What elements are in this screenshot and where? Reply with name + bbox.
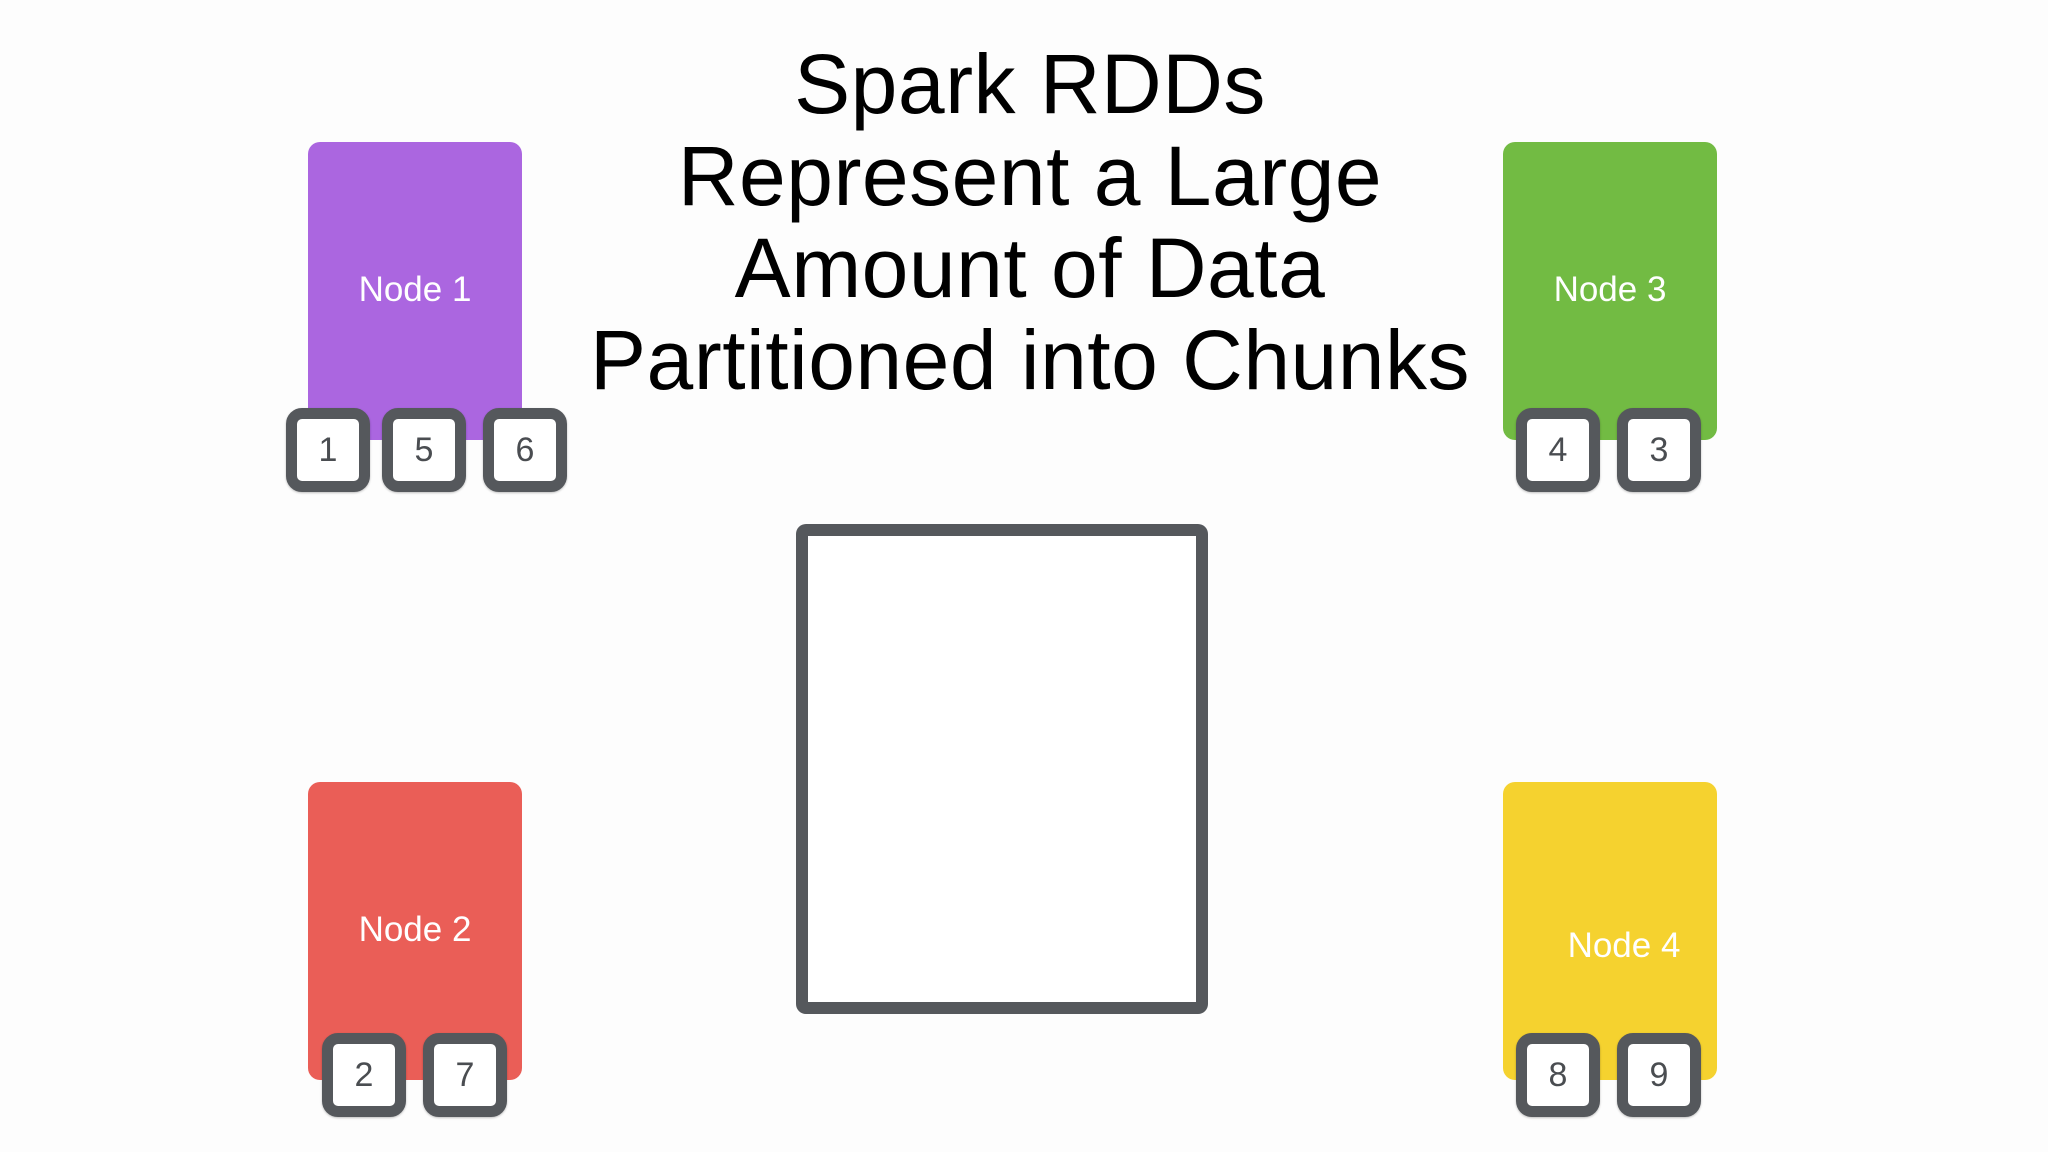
- chunk-label: 4: [1548, 430, 1568, 469]
- slide-title: Spark RDDs Represent a Large Amount of D…: [560, 38, 1500, 406]
- chunk: 5: [382, 408, 466, 492]
- chunk-label: 1: [318, 430, 338, 469]
- node-1-box: Node 1: [308, 142, 522, 440]
- node-label: Node 3: [1553, 270, 1667, 309]
- rdd-frame: [796, 524, 1208, 1014]
- node-label: Node 4: [1567, 926, 1681, 965]
- node-label: Node 2: [358, 910, 472, 949]
- node-4-box: Node 4: [1503, 782, 1717, 1080]
- title-line: Partitioned into Chunks: [589, 313, 1470, 407]
- chunk: 7: [423, 1033, 507, 1117]
- chunk-label: 7: [455, 1055, 475, 1094]
- chunk: 1: [286, 408, 370, 492]
- chunk: 9: [1617, 1033, 1701, 1117]
- chunk: 8: [1516, 1033, 1600, 1117]
- title-line: Spark RDDs: [794, 37, 1266, 131]
- title-line: Amount of Data: [734, 221, 1326, 315]
- chunk-label: 9: [1649, 1055, 1669, 1094]
- chunk: 2: [322, 1033, 406, 1117]
- chunk: 3: [1617, 408, 1701, 492]
- chunk-label: 8: [1548, 1055, 1568, 1094]
- chunk: 4: [1516, 408, 1600, 492]
- chunk-label: 6: [515, 430, 535, 469]
- title-line: Represent a Large: [677, 129, 1383, 223]
- chunk-label: 2: [354, 1055, 374, 1094]
- chunk-label: 3: [1649, 430, 1669, 469]
- node-label: Node 1: [358, 270, 472, 309]
- node-3-box: Node 3: [1503, 142, 1717, 440]
- chunk: 6: [483, 408, 567, 492]
- node-2-box: Node 2: [308, 782, 522, 1080]
- chunk-label: 5: [414, 430, 434, 469]
